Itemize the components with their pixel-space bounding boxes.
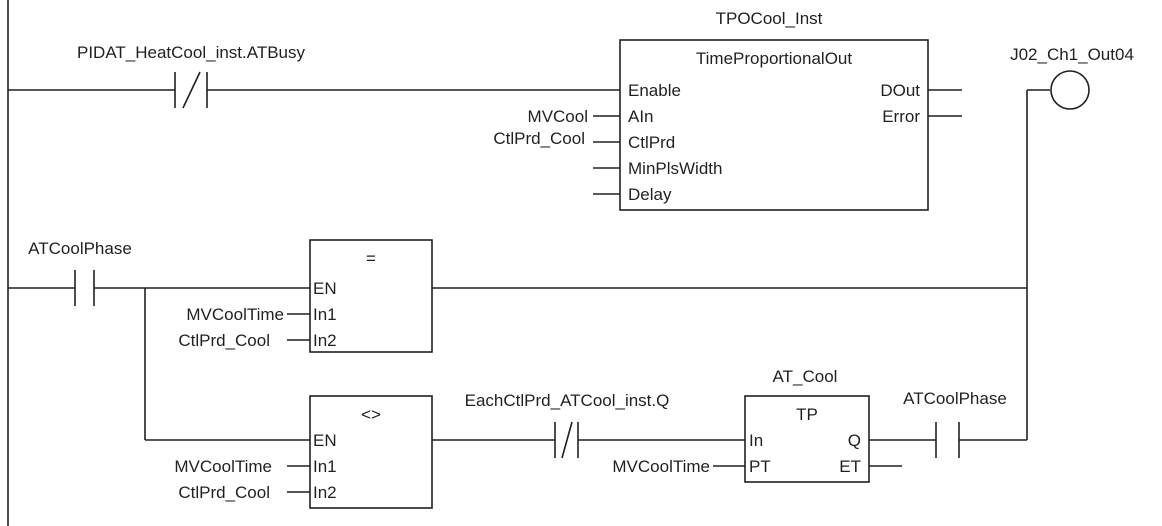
fb-tp-input-in: In	[749, 431, 763, 450]
fb-instance-name: TPOCool_Inst	[716, 9, 823, 28]
var-mvcooltime-eq: MVCoolTime	[186, 305, 284, 324]
fb-output-error: Error	[882, 107, 920, 126]
fb-equal-in2: In2	[313, 331, 337, 350]
var-ctlprd-cool-ne: CtlPrd_Cool	[178, 483, 270, 502]
var-ctlprd-cool-eq: CtlPrd_Cool	[178, 331, 270, 350]
fb-tp-type: TP	[796, 405, 818, 424]
contact-label-eachctlprd: EachCtlPrd_ATCool_inst.Q	[465, 391, 670, 410]
coil-label: J02_Ch1_Out04	[1010, 45, 1134, 64]
fb-input-ctlprd: CtlPrd	[628, 133, 675, 152]
nc-contact-atbusy[interactable]	[174, 71, 208, 109]
fb-tp-output-et: ET	[839, 457, 861, 476]
no-contact-atcoolphase[interactable]	[74, 270, 95, 306]
fb-equal[interactable]	[309, 239, 433, 353]
fb-tp-instance-name: AT_Cool	[773, 367, 838, 386]
fb-equal-en: EN	[313, 279, 337, 298]
output-coil[interactable]	[1050, 70, 1090, 110]
var-mvcooltime-ne: MVCoolTime	[174, 457, 272, 476]
fb-input-minplswidth: MinPlsWidth	[628, 159, 722, 178]
fb-tp-input-pt: PT	[749, 457, 771, 476]
contact-label-atbusy: PIDAT_HeatCool_inst.ATBusy	[77, 43, 306, 62]
nc-contact-eachctlprd[interactable]	[554, 421, 579, 459]
fb-equal-in1: In1	[313, 305, 337, 324]
fb-input-delay: Delay	[628, 185, 672, 204]
fb-timer-tp[interactable]	[744, 395, 870, 483]
rung-3: <> EN In1 In2 MVCoolTime CtlPrd_Cool Eac…	[145, 367, 1027, 509]
fb-not-equal-in1: In1	[313, 457, 337, 476]
fb-tp-output-q: Q	[848, 431, 861, 450]
contact-label-atcoolphase-2: ATCoolPhase	[903, 389, 1007, 408]
fb-type-name: TimeProportionalOut	[696, 49, 852, 68]
fb-input-ain: AIn	[628, 107, 654, 126]
fb-not-equal-title: <>	[361, 405, 381, 424]
var-mvcooltime-pt: MVCoolTime	[612, 457, 710, 476]
rung-1: PIDAT_HeatCool_inst.ATBusy TPOCool_Inst …	[8, 9, 1134, 211]
fb-equal-title: =	[366, 249, 376, 268]
fb-time-proportional-out[interactable]	[619, 39, 929, 211]
var-mvcool: MVCool	[528, 107, 588, 126]
fb-not-equal-in2: In2	[313, 483, 337, 502]
fb-not-equal-en: EN	[313, 431, 337, 450]
fb-not-equal[interactable]	[309, 395, 433, 509]
rung-2: ATCoolPhase = EN In1 In2 MVCoolTime CtlP…	[8, 239, 1027, 353]
fb-output-dout: DOut	[880, 81, 920, 100]
var-ctlprd-cool: CtlPrd_Cool	[493, 129, 585, 148]
contact-label-atcoolphase: ATCoolPhase	[28, 239, 132, 258]
no-contact-atcoolphase-2[interactable]	[935, 422, 960, 458]
fb-input-enable: Enable	[628, 81, 681, 100]
